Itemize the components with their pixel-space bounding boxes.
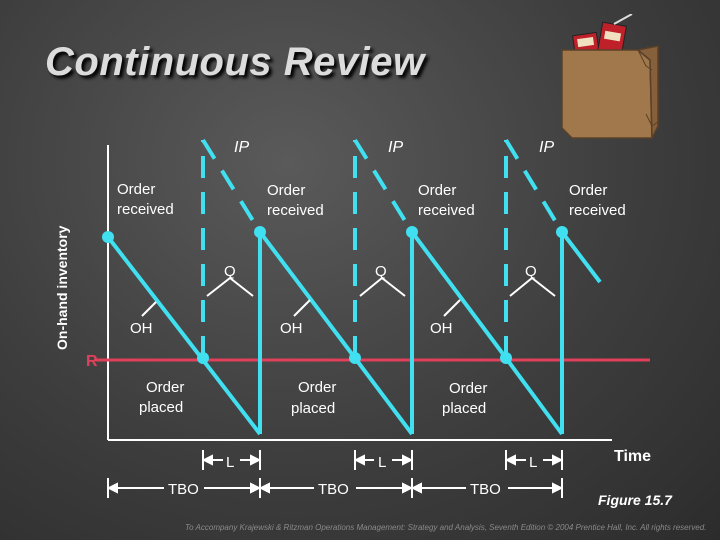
tbo-marker [410, 478, 564, 498]
inventory-line [258, 230, 357, 360]
slide-title: Continuous Review [45, 40, 425, 84]
order-received-label: Order [267, 182, 305, 199]
order-received-label: received [117, 201, 174, 218]
order-received-label: Order [418, 182, 456, 199]
order-placed-label: placed [442, 400, 486, 417]
lead-time-marker [504, 450, 564, 470]
grocery-bag-icon [561, 14, 659, 139]
cycle-3 [410, 138, 602, 436]
order-placed-point [197, 352, 209, 364]
inventory-line [353, 356, 414, 436]
oh-pointer [141, 301, 157, 317]
oh-label: OH [130, 320, 153, 337]
order-received-label: received [569, 202, 626, 219]
lead-time-label: L [226, 454, 234, 471]
q-label: Q [525, 263, 537, 280]
lead-time-marker [353, 450, 414, 470]
q-bracket [359, 276, 406, 297]
lead-time-label: L [378, 454, 386, 471]
order-placed-label: placed [291, 400, 335, 417]
order-received-label: received [267, 202, 324, 219]
footer-credit: To Accompany Krajewski & Ritzman Operati… [185, 523, 707, 532]
lead-time-marker [201, 450, 262, 470]
inventory-line [353, 138, 414, 234]
tbo-label: TBO [318, 481, 349, 498]
q-bracket [206, 276, 254, 297]
order-placed-point [500, 352, 512, 364]
oh-pointer [443, 299, 461, 317]
ip-label: IP [234, 139, 249, 156]
inventory-line [504, 138, 564, 234]
order-placed-label: Order [298, 379, 336, 396]
tbo-label: TBO [168, 481, 199, 498]
order-received-label: Order [569, 182, 607, 199]
order-placed-label: placed [139, 399, 183, 416]
order-placed-label: Order [146, 379, 184, 396]
ip-label: IP [539, 139, 554, 156]
reorder-point-label: R [86, 353, 98, 370]
oh-label: OH [280, 320, 303, 337]
inventory-line [410, 230, 508, 360]
q-label: Q [375, 263, 387, 280]
x-axis-label: Time [614, 448, 651, 465]
inventory-line [106, 235, 205, 362]
inventory-line [201, 358, 262, 436]
inventory-line [504, 356, 564, 436]
oh-label: OH [430, 320, 453, 337]
lead-time-label: L [529, 454, 537, 471]
inventory-line [201, 138, 262, 234]
order-placed-point [349, 352, 361, 364]
inventory-line [560, 230, 602, 284]
ip-label: IP [388, 139, 403, 156]
figure-caption: Figure 15.7 [598, 492, 672, 508]
order-received-point [556, 226, 568, 238]
cycle-1 [102, 138, 266, 436]
tbo-marker [106, 478, 262, 498]
q-bracket [509, 276, 556, 297]
order-received-label: Order [117, 181, 155, 198]
order-placed-label: Order [449, 380, 487, 397]
oh-pointer [293, 299, 311, 317]
order-received-point [102, 231, 114, 243]
order-received-label: received [418, 202, 475, 219]
q-label: Q [224, 263, 236, 280]
tbo-label: TBO [470, 481, 501, 498]
